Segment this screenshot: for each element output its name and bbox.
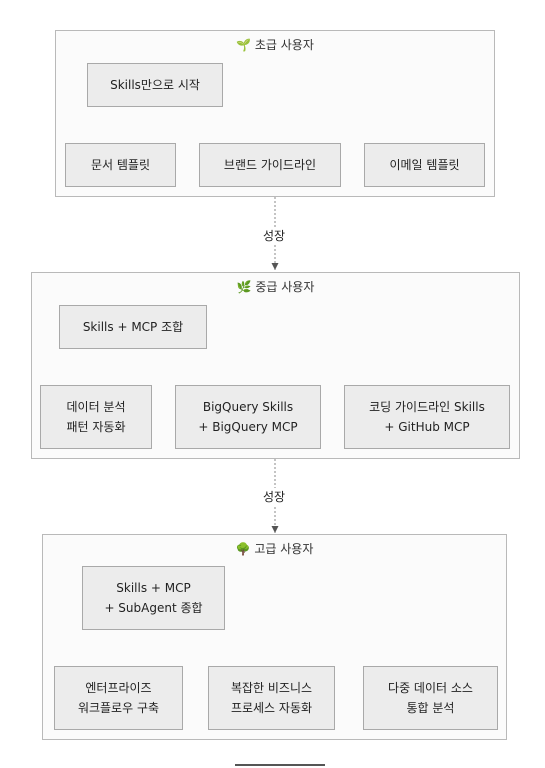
node-label: Skills만으로 시작 — [110, 78, 200, 92]
group-title-intermediate: 🌿 중급 사용자 — [236, 280, 315, 294]
node-label: 다중 데이터 소스 통합 분석 — [388, 681, 473, 715]
node-brand-guideline[interactable]: 브랜드 가이드라인 — [199, 143, 341, 187]
node-enterprise-workflow[interactable]: 엔터프라이즈 워크플로우 구축 — [54, 666, 183, 730]
node-label: 문서 템플릿 — [90, 158, 150, 172]
node-beginner-root[interactable]: Skills만으로 시작 — [87, 63, 223, 107]
group-title-advanced: 🌳 고급 사용자 — [235, 542, 314, 556]
node-label: 엔터프라이즈 워크플로우 구축 — [77, 681, 160, 715]
growth-label-1: 성장 — [260, 227, 289, 244]
node-data-analysis[interactable]: 데이터 분석 패턴 자동화 — [40, 385, 152, 449]
bottom-scroll-indicator — [235, 764, 325, 766]
node-intermediate-root[interactable]: Skills + MCP 조합 — [59, 305, 207, 349]
node-label: BigQuery Skills + BigQuery MCP — [198, 400, 298, 434]
node-business-process[interactable]: 복잡한 비즈니스 프로세스 자동화 — [208, 666, 335, 730]
node-label: Skills + MCP 조합 — [82, 320, 184, 334]
group-title-beginner: 🌱 초급 사용자 — [236, 38, 314, 52]
node-label: 복잡한 비즈니스 프로세스 자동화 — [230, 681, 313, 715]
node-doc-template[interactable]: 문서 템플릿 — [65, 143, 176, 187]
node-coding-guideline[interactable]: 코딩 가이드라인 Skills + GitHub MCP — [344, 385, 510, 449]
node-label: 브랜드 가이드라인 — [223, 158, 317, 172]
node-multi-datasource[interactable]: 다중 데이터 소스 통합 분석 — [363, 666, 498, 730]
node-email-template[interactable]: 이메일 템플릿 — [364, 143, 485, 187]
node-label: 코딩 가이드라인 Skills + GitHub MCP — [369, 400, 485, 434]
node-bigquery[interactable]: BigQuery Skills + BigQuery MCP — [175, 385, 321, 449]
node-label: 데이터 분석 패턴 자동화 — [66, 400, 126, 434]
node-label: 이메일 템플릿 — [389, 158, 460, 172]
growth-label-2: 성장 — [260, 488, 289, 505]
node-label: Skills + MCP + SubAgent 종합 — [104, 581, 203, 615]
node-advanced-root[interactable]: Skills + MCP + SubAgent 종합 — [82, 566, 225, 630]
